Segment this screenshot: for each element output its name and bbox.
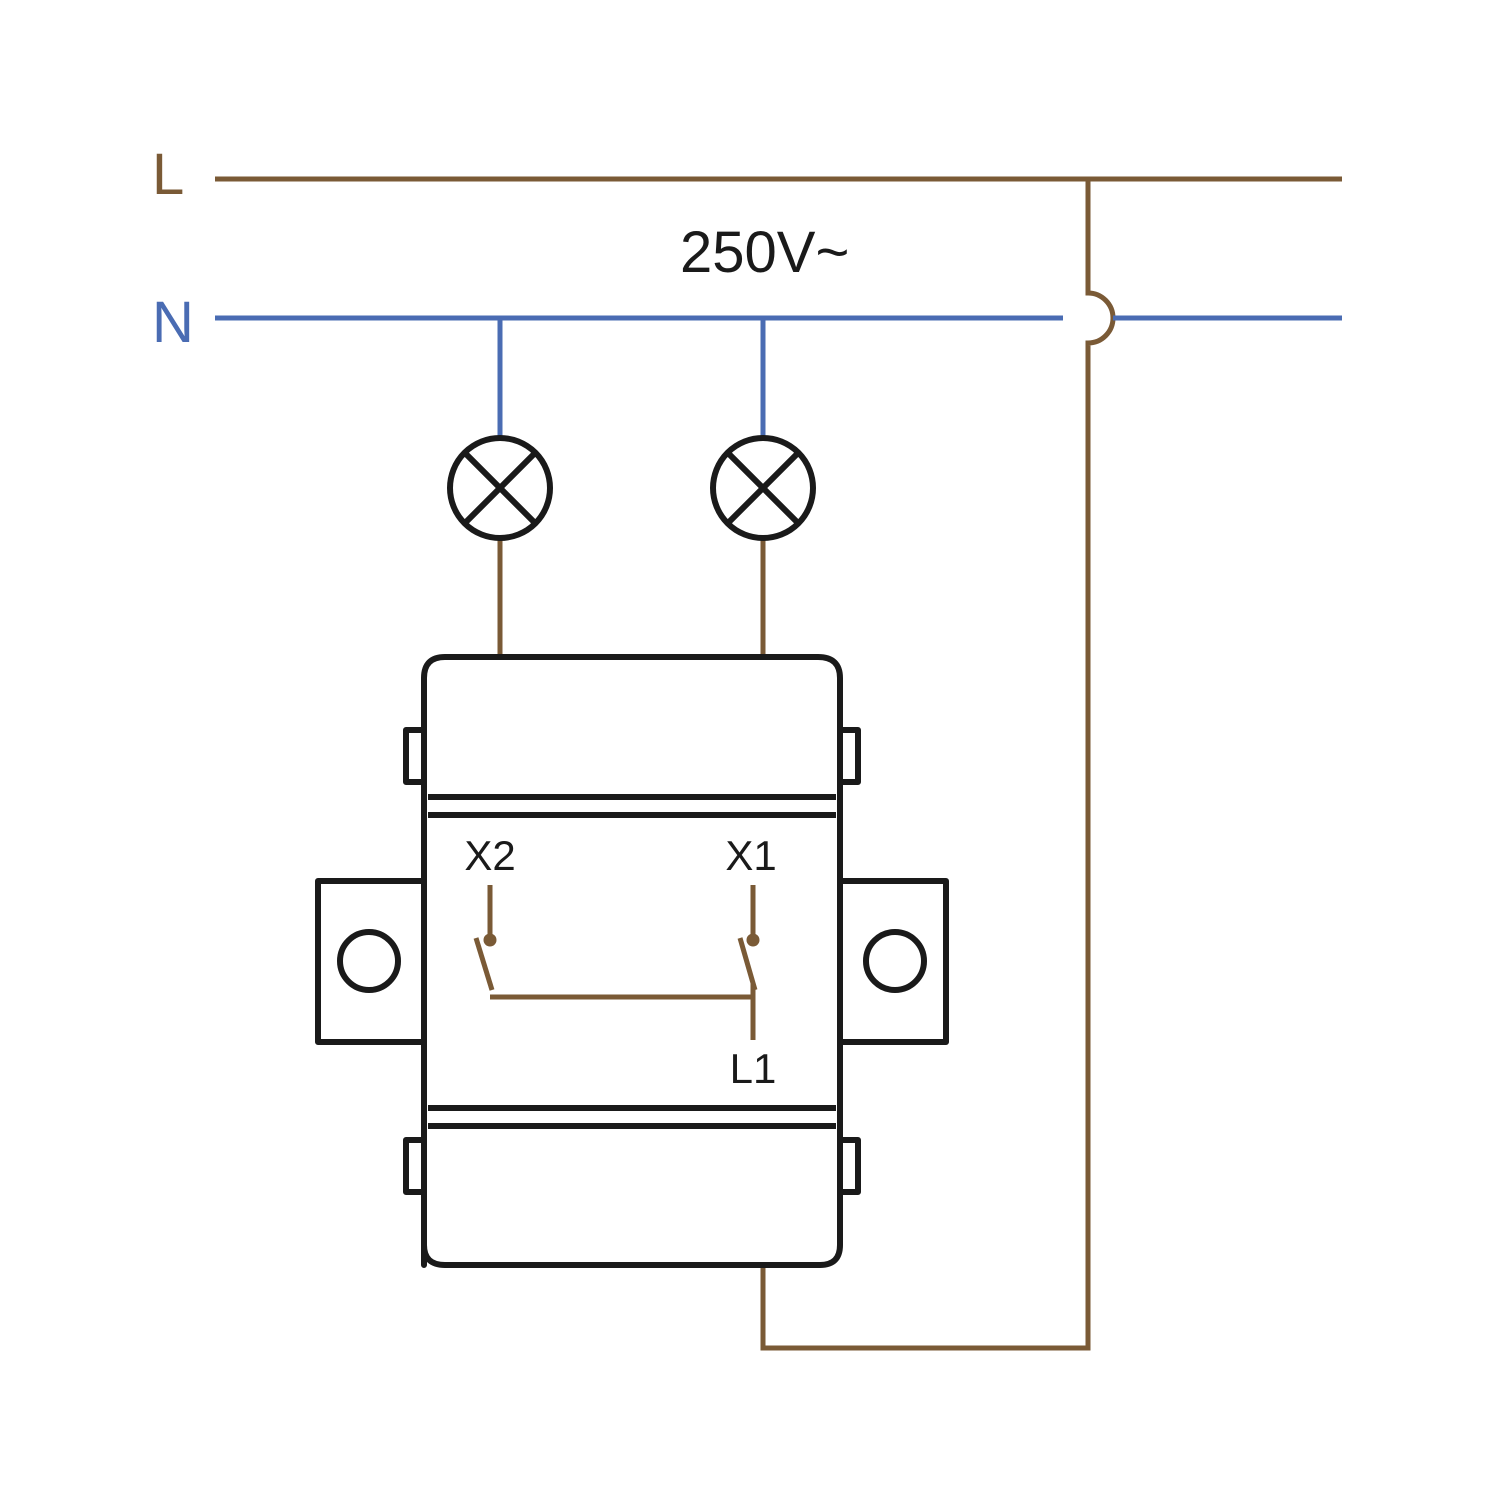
clip-tab [837, 727, 861, 785]
clip-tab [403, 727, 427, 785]
terminal-x1-label: X1 [725, 832, 776, 879]
lamp-icon [710, 435, 816, 541]
line-label: L [152, 142, 184, 207]
screw-hole-icon [863, 929, 927, 993]
lamp-icon [447, 435, 553, 541]
voltage-label: 250V~ [680, 220, 849, 285]
switch-body [421, 654, 843, 1268]
switch-device [315, 654, 949, 1268]
switch-contacts [473, 885, 760, 1040]
clip-tab [837, 1137, 861, 1195]
live-wires [215, 176, 1342, 1351]
clip-tab [403, 1137, 427, 1195]
neutral-label: N [152, 290, 194, 355]
terminal-l1-label: L1 [730, 1045, 777, 1092]
neutral-wires [215, 315, 1342, 438]
screw-hole-icon [337, 929, 401, 993]
switch-lever [737, 937, 758, 991]
terminal-x2-label: X2 [464, 832, 515, 879]
live-feed-wire [760, 179, 1116, 1351]
lamps [447, 435, 816, 541]
switch-lever [473, 937, 495, 991]
